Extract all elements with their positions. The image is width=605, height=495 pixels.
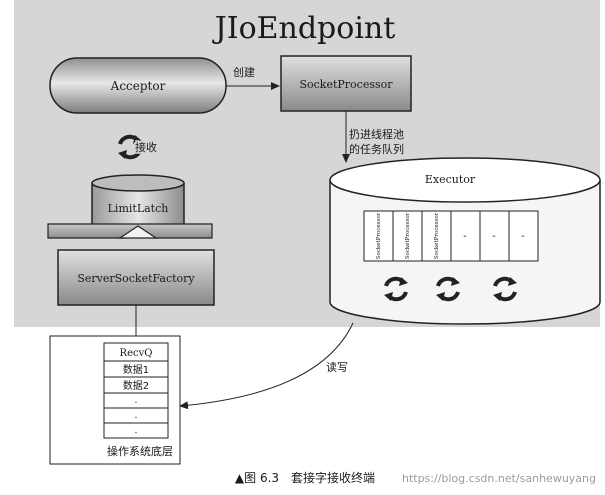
task-slot: -	[492, 231, 495, 242]
acceptor-label: Acceptor	[110, 79, 166, 93]
task-slot: SocketProcessor	[376, 212, 382, 259]
task-slot: SocketProcessor	[405, 212, 411, 259]
limit-latch-top	[91, 174, 185, 192]
server-socket-factory-label: ServerSocketFactory	[77, 272, 195, 285]
recv-queue-row: .	[134, 395, 137, 406]
submit-label-line1: 扔进线程池	[349, 127, 404, 141]
read-write-label: 读写	[326, 360, 348, 374]
recv-queue-row: .	[134, 425, 137, 436]
task-slot: -	[463, 231, 466, 242]
socket-processor-label: SocketProcessor	[299, 78, 393, 91]
recv-queue-row: 数据2	[123, 379, 149, 392]
watermark: https://blog.csdn.net/sanhewuyang	[402, 472, 596, 485]
recv-queue-row: 数据1	[123, 363, 149, 376]
os-layer-caption: 操作系统底层	[107, 444, 173, 458]
figure-caption: ▲图 6.3 套接字接收终端	[235, 470, 375, 485]
recv-queue	[103, 342, 169, 439]
read-write-arrow	[179, 322, 354, 410]
limit-latch-label: LimitLatch	[108, 202, 169, 215]
recv-queue-header: RecvQ	[120, 348, 153, 359]
server-socket-factory-node	[57, 249, 215, 306]
diagram-title: JIoEndpoint	[212, 11, 396, 46]
recv-queue-row: .	[134, 410, 137, 421]
task-slot: SocketProcessor	[434, 212, 440, 259]
submit-label-line2: 的任务队列	[349, 142, 404, 156]
create-label: 创建	[233, 65, 255, 79]
latch-gate-notch	[118, 225, 158, 239]
executor-label: Executor	[425, 173, 476, 186]
executor-top	[329, 157, 601, 203]
receive-label: 接收	[135, 140, 157, 154]
task-slot: -	[521, 231, 524, 242]
